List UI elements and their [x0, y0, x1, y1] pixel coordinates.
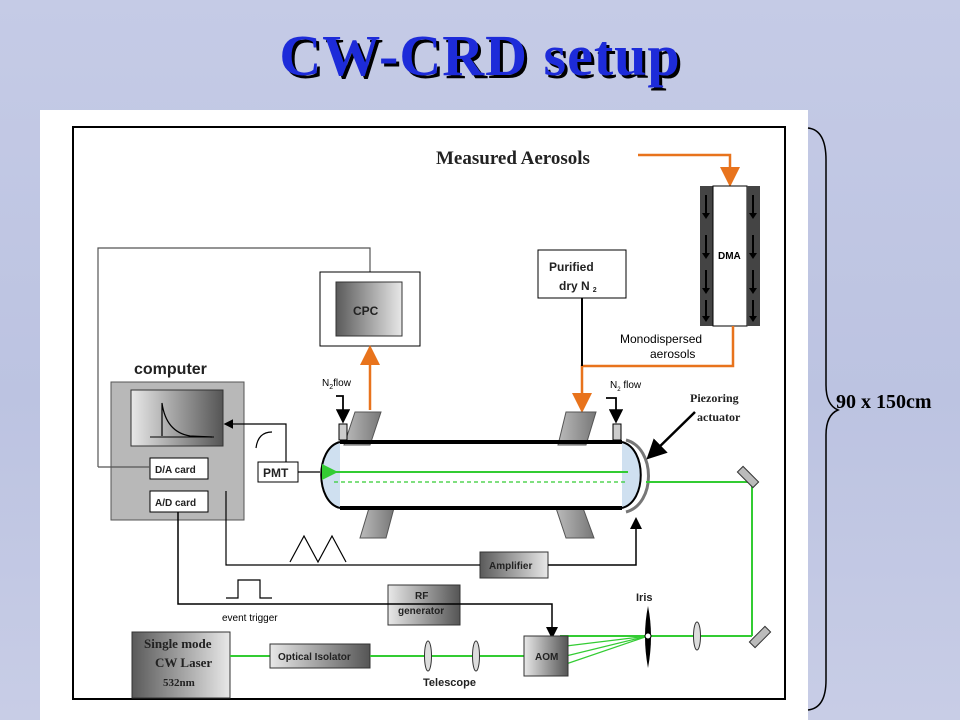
telescope-label: Telescope	[423, 677, 476, 689]
mirror-bottom	[748, 625, 772, 649]
ringdown-cavity	[320, 411, 650, 539]
purified-label: Purified	[549, 260, 594, 274]
laser-label-1: Single mode	[144, 636, 212, 651]
computer-to-amplifier-wire	[225, 491, 480, 566]
purified-n2-box	[537, 249, 627, 299]
monodispersed-line	[572, 326, 735, 413]
cpc-label: CPC	[353, 304, 379, 318]
optical-isolator-box	[269, 643, 371, 669]
computer-label: computer	[134, 361, 207, 378]
computer-screen	[130, 389, 224, 447]
rf-label-2: generator	[398, 606, 444, 617]
da-card-label: D/A card	[155, 465, 196, 476]
laser-label-3: 532nm	[163, 677, 195, 689]
page-title: CW-CRD setup	[279, 23, 681, 88]
ad-card-label: A/D card	[155, 498, 196, 509]
mirror-top	[736, 465, 760, 489]
amplifier-to-piezo-wire	[548, 517, 642, 566]
ramp-signal-icon	[289, 534, 347, 564]
laser-label-2: CW Laser	[155, 655, 212, 670]
aom-box	[523, 635, 569, 677]
optical-isolator-label: Optical Isolator	[278, 652, 351, 663]
trigger-pulse-icon	[226, 579, 272, 599]
n2-flow-right-label: N2 flow	[610, 380, 642, 393]
amplifier-label: Amplifier	[489, 561, 532, 572]
da-card	[149, 457, 209, 480]
cpc-wire	[97, 247, 371, 467]
ad-card	[149, 490, 209, 513]
piezo-pointer	[646, 411, 696, 460]
monodispersed-aerosols-label: aerosols	[650, 347, 695, 361]
aom-label: AOM	[535, 652, 558, 663]
event-trigger-wire	[177, 512, 558, 639]
n2-flow-left-arrow	[335, 395, 351, 424]
decay-trace-icon	[161, 402, 213, 438]
cpc-box	[335, 281, 403, 337]
telescope-lens-1	[424, 640, 432, 672]
dma-unit: DMA	[700, 185, 760, 327]
monodispersed-label: Monodispersed	[620, 332, 702, 346]
rf-generator-box	[387, 584, 461, 626]
event-trigger-label: event trigger	[222, 613, 278, 624]
n2-flow-left-label: N2flow	[322, 378, 352, 391]
piezo-label-2: actuator	[697, 410, 741, 424]
pmt-pulse-icon	[255, 431, 273, 449]
iris-label: Iris	[636, 592, 653, 604]
piezo-label-1: Piezoring	[690, 391, 739, 405]
pmt-label: PMT	[263, 466, 289, 480]
dimension-brace	[807, 127, 840, 711]
laser-box	[131, 631, 231, 699]
diagram-frame	[72, 126, 786, 700]
dma-label: DMA	[718, 251, 741, 262]
lens-right	[693, 621, 701, 651]
measured-aerosols-label: Measured Aerosols	[436, 148, 590, 169]
dimension-label: 90 x 150cm	[836, 391, 932, 413]
aerosol-in-line	[638, 153, 740, 187]
telescope-lens-2	[472, 640, 480, 672]
pmt-to-computer-wire	[223, 419, 287, 462]
n2-flow-right-arrow	[606, 397, 624, 424]
rf-label-1: RF	[415, 591, 428, 602]
